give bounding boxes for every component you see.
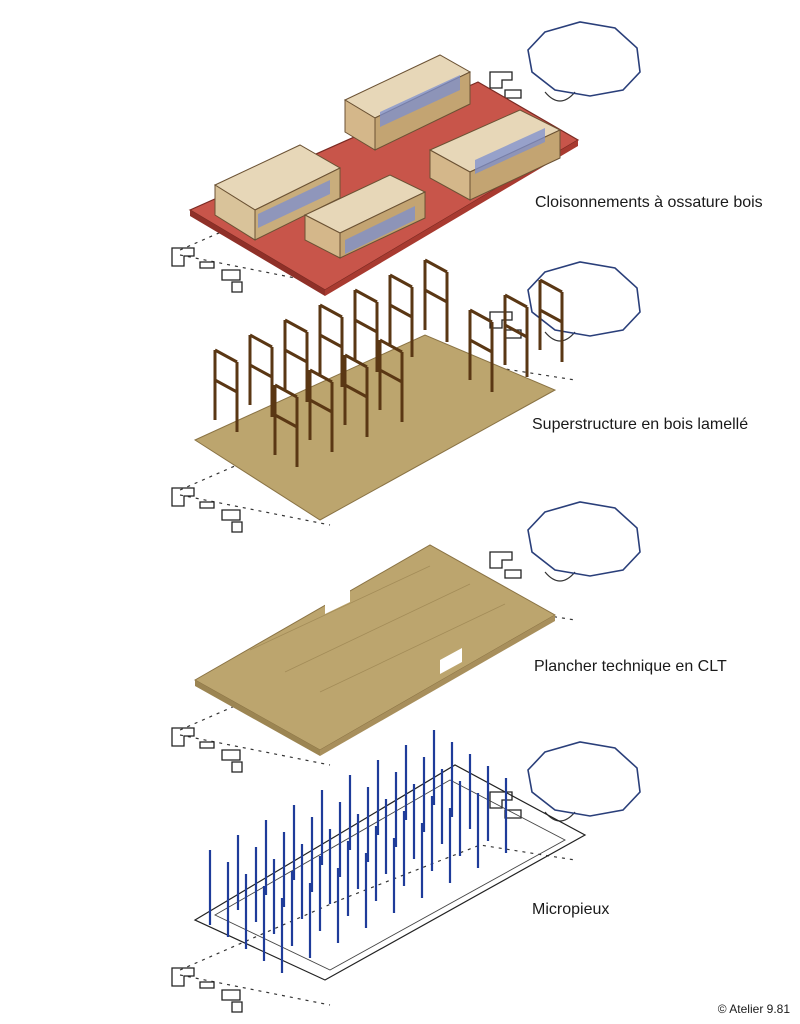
glulam-frame xyxy=(378,338,404,422)
glulam-frame xyxy=(353,288,379,372)
rotunda-outline xyxy=(527,741,641,817)
glulam-frame xyxy=(213,348,239,432)
glulam-frame xyxy=(318,303,344,387)
layer-superstructure xyxy=(171,258,641,533)
micropiles xyxy=(208,730,508,973)
foundation-outline xyxy=(193,764,587,981)
glulam-frame xyxy=(248,333,274,417)
glulam-frame xyxy=(503,293,529,377)
layer-label-partitions: Cloisonnements à ossature bois xyxy=(535,194,763,211)
rotunda-outline xyxy=(527,501,641,577)
layer-partitions xyxy=(171,21,641,296)
layer-label-clt-floor: Plancher technique en CLT xyxy=(534,658,727,675)
glulam-frame xyxy=(343,353,369,437)
superstructure-slab xyxy=(193,334,557,521)
window-bays xyxy=(258,75,545,254)
layer-label-superstructure: Superstructure en bois lamellé xyxy=(532,416,749,433)
rotunda-outline xyxy=(527,21,641,97)
glulam-frame xyxy=(423,258,449,342)
glulam-frame xyxy=(468,308,494,392)
credit-text: © Atelier 9.81 xyxy=(717,1002,790,1016)
glulam-frame xyxy=(283,318,309,402)
layer-clt-floor xyxy=(171,501,641,773)
glulam-frame xyxy=(538,278,564,362)
glulam-frame xyxy=(308,368,334,452)
rotunda-outline xyxy=(527,261,641,337)
glulam-frames xyxy=(213,258,564,467)
glulam-frame xyxy=(388,273,414,357)
glulam-frame xyxy=(273,383,299,467)
layer-label-micropiles: Micropieux xyxy=(532,901,610,918)
layer-micropiles xyxy=(171,730,641,1013)
